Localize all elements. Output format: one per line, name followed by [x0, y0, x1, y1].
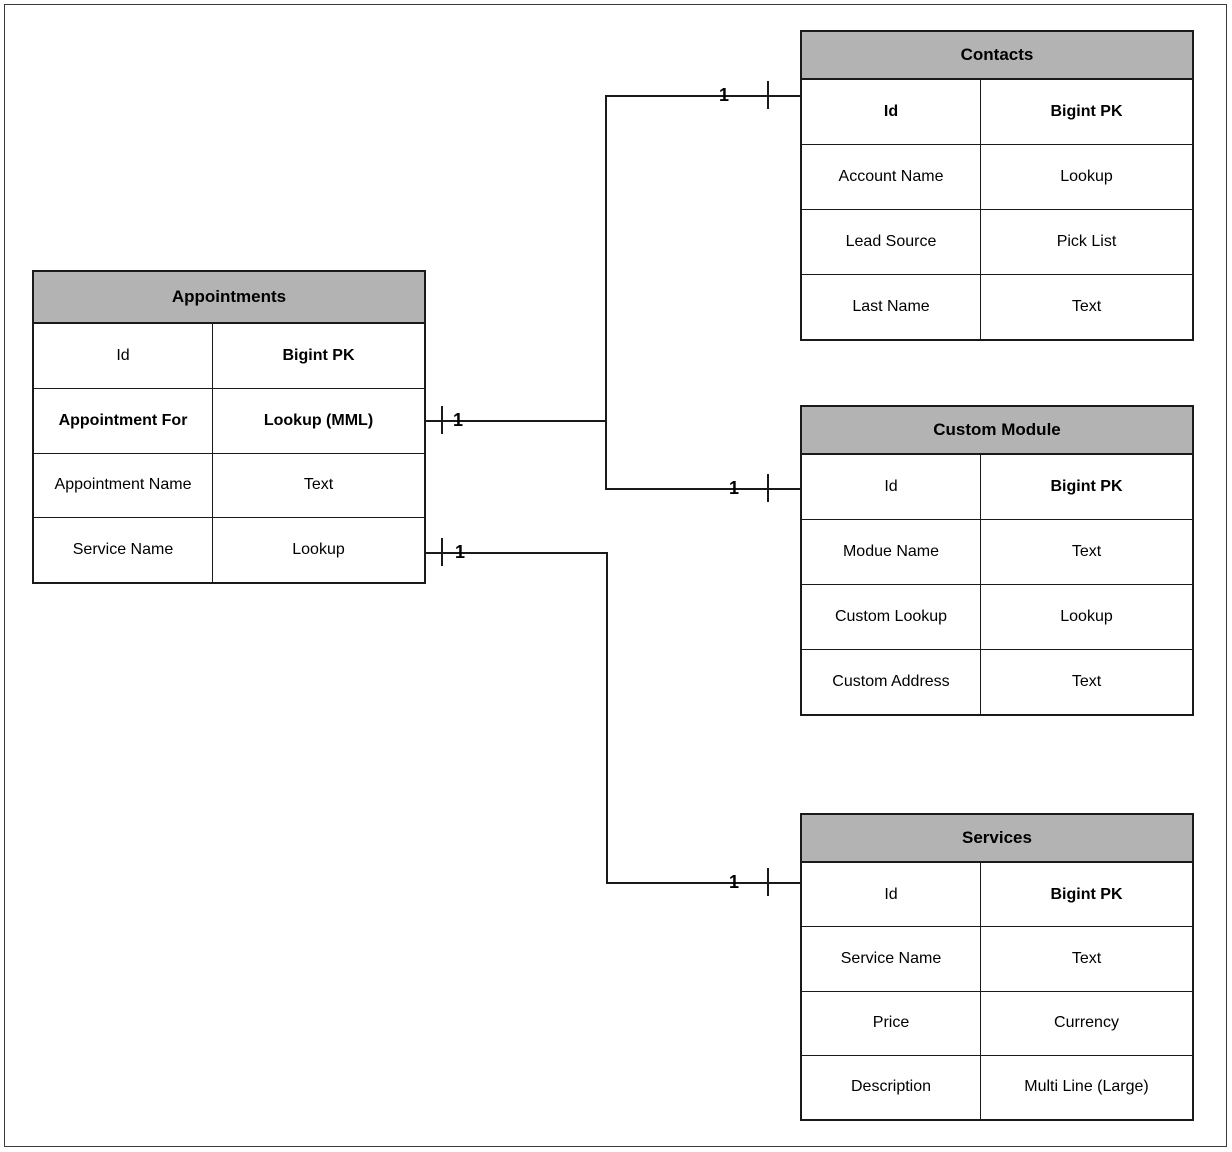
connector-branch-services — [606, 882, 800, 884]
table-row[interactable]: Id Bigint PK — [34, 324, 424, 389]
cardinality-tick-services — [767, 868, 769, 896]
field-type: Text — [303, 476, 334, 494]
field-name: Lead Source — [802, 210, 981, 274]
entity-rows-custom-module: Id Bigint PK Modue Name Text Custom Look… — [802, 455, 1192, 714]
table-row[interactable]: Last Name Text — [802, 275, 1192, 339]
field-type: Bigint PK — [282, 346, 355, 364]
field-name: Service Name — [34, 518, 213, 582]
connector-services-vertical — [606, 552, 608, 882]
field-name: Id — [802, 455, 981, 519]
field-name: Appointment Name — [34, 453, 213, 518]
cardinality-tick-appointments-services — [441, 538, 443, 566]
table-row[interactable]: Id Bigint PK — [802, 80, 1192, 145]
table-row[interactable]: Service Name Text — [802, 927, 1192, 992]
entity-rows-contacts: Id Bigint PK Account Name Lookup Lead So… — [802, 80, 1192, 339]
table-row[interactable]: Custom Lookup Lookup — [802, 585, 1192, 650]
field-name: Last Name — [802, 275, 981, 339]
field-name: Id — [802, 863, 981, 927]
field-name: Id — [34, 324, 213, 388]
field-name: Appointment For — [34, 388, 213, 453]
field-type: Lookup — [292, 541, 345, 559]
field-name: Custom Lookup — [802, 585, 981, 649]
table-row[interactable]: Id Bigint PK — [802, 863, 1192, 928]
field-type: Lookup — [1060, 608, 1113, 625]
connector-appointments-service-name — [425, 552, 608, 554]
cardinality-tick-custom-module — [767, 474, 769, 502]
connector-branch-custom-module — [605, 488, 800, 490]
field-type: Text — [1071, 949, 1102, 967]
table-row[interactable]: Price Currency — [802, 991, 1192, 1056]
field-name: Id — [802, 80, 981, 144]
entity-title-appointments: Appointments — [34, 272, 424, 324]
field-name: Modue Name — [802, 520, 981, 584]
table-row[interactable]: Service Name Lookup — [34, 518, 424, 582]
entity-custom-module[interactable]: Custom Module Id Bigint PK Modue Name Te… — [800, 405, 1194, 716]
entity-rows-appointments: Id Bigint PK Appointment For Lookup (MML… — [34, 324, 424, 582]
table-row[interactable]: Appointment Name Text — [34, 453, 424, 519]
field-type: Bigint PK — [1050, 478, 1123, 495]
field-type: Lookup — [1060, 168, 1113, 185]
table-row[interactable]: Lead Source Pick List — [802, 210, 1192, 275]
connector-trunk-vertical — [605, 95, 607, 489]
cardinality-label-appointments-contacts: 1 — [453, 410, 464, 430]
table-row[interactable]: Account Name Lookup — [802, 145, 1192, 210]
cardinality-label-appointments-services: 1 — [455, 542, 466, 562]
field-type: Bigint PK — [1050, 885, 1123, 903]
field-name: Service Name — [802, 927, 981, 991]
connector-branch-contacts — [605, 95, 800, 97]
table-row[interactable]: Custom Address Text — [802, 650, 1192, 714]
field-name: Description — [802, 1055, 981, 1119]
cardinality-label-contacts: 1 — [719, 85, 730, 105]
field-type: Currency — [1054, 1014, 1119, 1032]
field-type: Text — [1071, 543, 1102, 560]
field-name: Price — [802, 991, 981, 1055]
field-type: Text — [1071, 298, 1102, 315]
field-type: Lookup (MML) — [263, 411, 374, 429]
field-name: Account Name — [802, 145, 981, 209]
entity-rows-services: Id Bigint PK Service Name Text Price Cur… — [802, 863, 1192, 1119]
field-name: Custom Address — [802, 650, 981, 714]
cardinality-tick-contacts — [767, 81, 769, 109]
table-row[interactable]: Description Multi Line (Large) — [802, 1055, 1192, 1119]
cardinality-label-custom-module: 1 — [729, 478, 740, 498]
table-row[interactable]: Appointment For Lookup (MML) — [34, 388, 424, 454]
cardinality-tick-appointments-contacts — [441, 406, 443, 434]
entity-services[interactable]: Services Id Bigint PK Service Name Text … — [800, 813, 1194, 1121]
connector-appointments-appointment-for — [425, 420, 606, 422]
field-type: Pick List — [1056, 233, 1117, 250]
entity-title-services: Services — [802, 815, 1192, 863]
table-row[interactable]: Modue Name Text — [802, 520, 1192, 585]
entity-title-custom-module: Custom Module — [802, 407, 1192, 455]
field-type: Text — [1071, 673, 1102, 690]
entity-contacts[interactable]: Contacts Id Bigint PK Account Name Looku… — [800, 30, 1194, 341]
entity-appointments[interactable]: Appointments Id Bigint PK Appointment Fo… — [32, 270, 426, 584]
field-type: Multi Line (Large) — [1024, 1078, 1149, 1096]
table-row[interactable]: Id Bigint PK — [802, 455, 1192, 520]
field-type: Bigint PK — [1050, 103, 1123, 120]
cardinality-label-services: 1 — [729, 872, 740, 892]
entity-title-contacts: Contacts — [802, 32, 1192, 80]
